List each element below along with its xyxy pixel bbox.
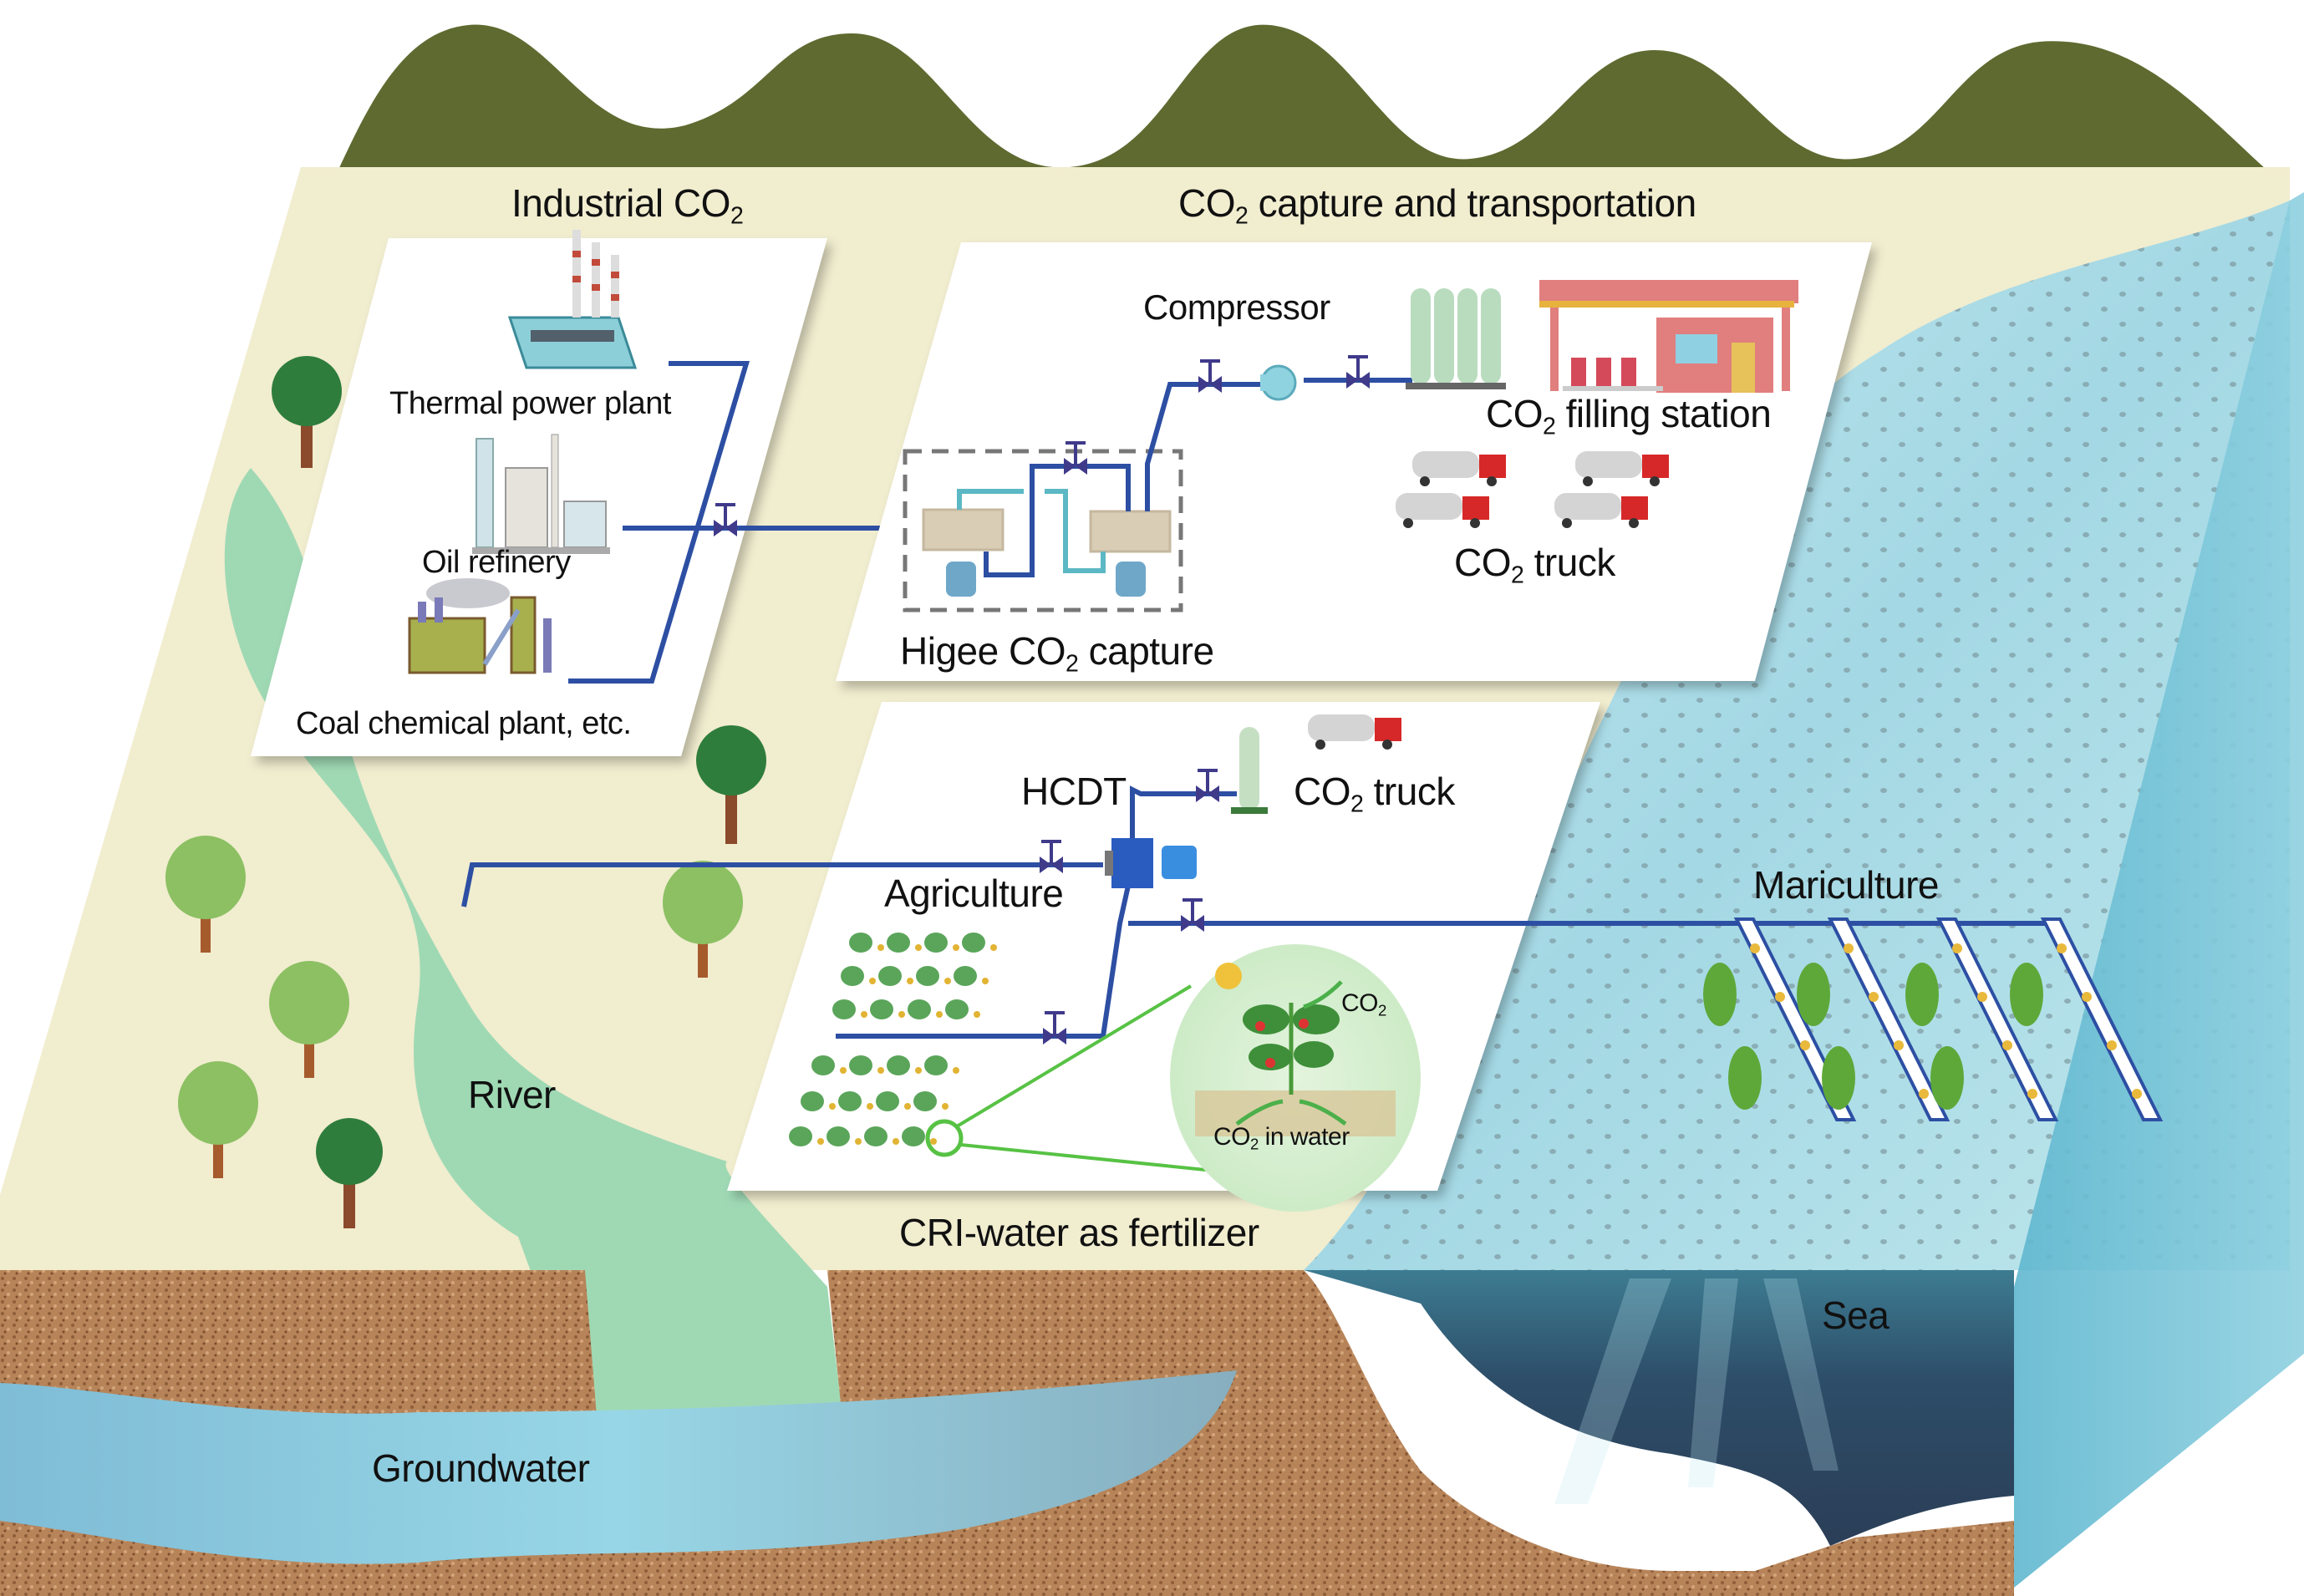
higee-rotating-bed-icon [922,508,1172,597]
sun-icon [1215,963,1242,989]
capture-heading: CO2 capture and transportation [1178,181,1696,230]
valve-icon [1064,441,1087,475]
crop-plant-icon [826,1126,862,1146]
inset-water-label: CO2 in water [1213,1123,1350,1153]
mariculture-label: Mariculture [1753,863,1940,907]
crop-plant-icon [849,933,884,953]
higee-piping [957,382,1212,577]
crop-field [789,933,997,1146]
crop-plant-icon [789,1126,824,1146]
crop-plant-icon [887,1055,922,1075]
tree-leafy [178,1061,258,1178]
utilization-truck-label: CO2 truck [1294,770,1455,818]
light-rays [1554,1278,1839,1504]
source-label-refinery: Oil refinery [422,545,571,580]
tomato-plant-icon [1243,1003,1340,1095]
tree-round [696,725,766,844]
crop-plant-icon [841,966,876,986]
valve-icon [1043,1011,1066,1045]
source-label-coal: Coal chemical plant, etc. [296,706,632,741]
hcdt-piping [461,785,2047,1039]
filling-station-label: CO2 filling station [1486,392,1772,440]
crop-plant-icon [878,966,913,986]
river-label: River [468,1073,556,1116]
crop-plant-icon [876,1091,911,1111]
plant-inset [1170,944,1421,1212]
tree-leafy [165,836,246,953]
power-plant-icon [507,230,638,369]
groundwater-body [0,1370,1237,1564]
gas-cylinders-icon [1406,288,1506,389]
seaweed-raft-icon [1905,917,2059,1121]
inset-connector [955,984,1193,1128]
crop-plant-icon [902,1126,937,1146]
co2-truck-fleet-icon [1396,451,1669,528]
coal-plant-icon [408,578,552,674]
higee-label: Higee CO2 capture [900,629,1214,678]
refinery-icon [472,434,610,554]
crop-plant-icon [916,966,951,986]
river [224,468,844,1471]
groundwater-label: Groundwater [372,1446,590,1490]
crop-plant-icon [924,1055,959,1075]
crop-plant-icon [864,1126,899,1146]
inset-soil [1195,1090,1396,1136]
tree-leafy [663,861,743,978]
crop-plant-icon [924,933,959,953]
industrial-pipe-manifold [568,361,911,684]
filling-station-icon [1539,280,1798,393]
crop-plant-icon [913,1091,949,1111]
inset-co2-label: CO2 [1341,989,1386,1019]
crop-plant-icon [870,999,905,1019]
valve-icon [1181,898,1204,932]
seaweed-raft-icon [1797,917,1951,1121]
crop-plant-icon [887,933,922,953]
valve-icon [714,503,737,536]
crop-plant-icon [954,966,989,986]
valve-icon [1198,359,1222,393]
crop-plant-icon [962,933,997,953]
higee-capture-box [903,449,1183,612]
source-label-thermal: Thermal power plant [389,386,671,421]
compressor-label: Compressor [1143,287,1330,327]
mariculture-rafts [1703,917,2164,1121]
hcdt-label: HCDT [1021,770,1127,813]
crop-plant-icon [945,999,980,1019]
cri-water-caption: CRI-water as fertilizer [899,1211,1259,1254]
co2-arrow-icon [1235,980,1347,1126]
hcdt-device-icon [1105,838,1197,888]
industrial-heading: Industrial CO2 [511,181,744,230]
tree-round [272,356,342,468]
sea-buoys [1304,201,2290,1270]
co2-truck-icon [1308,714,1401,750]
tree-leafy [269,961,349,1078]
crop-plant-icon [838,1091,873,1111]
co2-tank-icon [1231,727,1268,814]
crop-plant-icon [801,1091,836,1111]
valve-icon [1196,769,1219,802]
seaweed-raft-icon [2010,917,2164,1121]
agriculture-label: Agriculture [884,872,1064,915]
truck-label: CO2 truck [1454,541,1615,589]
capture-panel [836,242,1872,681]
crop-plant-icon [811,1055,847,1075]
tree-round [316,1118,383,1228]
compressor-icon [1260,364,1297,401]
crop-highlight-ring [925,1119,964,1157]
valve-icon [1346,355,1370,389]
sea-deep-section [1304,1270,2014,1546]
sea-label: Sea [1822,1294,1889,1337]
crop-plant-icon [849,1055,884,1075]
valve-icon [1040,840,1063,873]
sea-side-wall [2014,192,2304,1588]
crop-plant-icon [908,999,943,1019]
crop-plant-icon [832,999,867,1019]
